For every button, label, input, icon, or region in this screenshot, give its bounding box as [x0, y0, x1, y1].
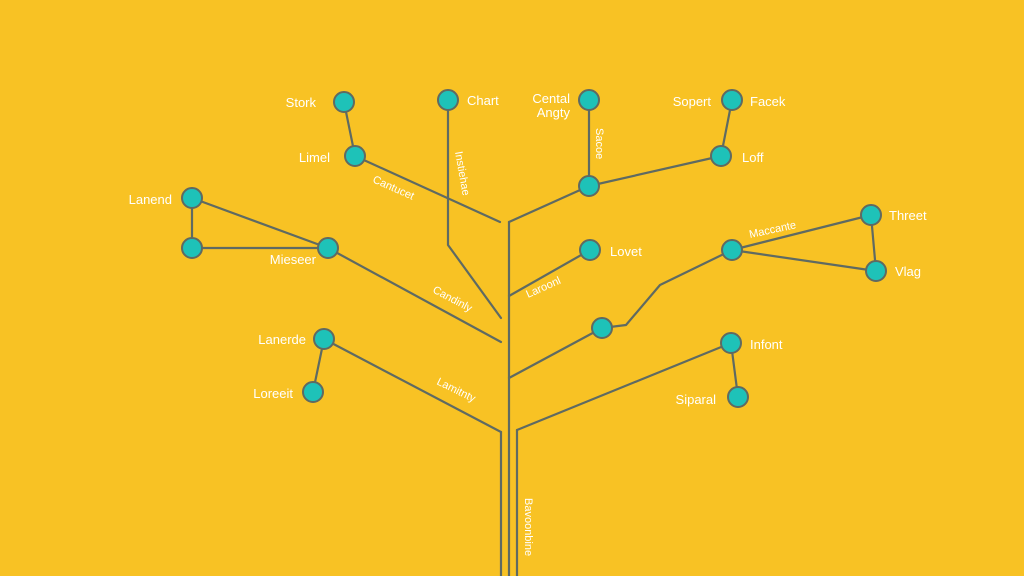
- label-central-line2: Angty: [537, 105, 571, 120]
- node-siparal: [727, 386, 749, 408]
- node-facek: [721, 89, 743, 111]
- label-sopert: Sopert: [673, 94, 712, 109]
- node-limel: [344, 145, 366, 167]
- node-lanend: [181, 187, 203, 209]
- label-siparal: Siparal: [676, 392, 717, 407]
- edge-infont-trunk: [515, 341, 733, 432]
- node-mieseer: [317, 237, 339, 259]
- node-chart: [437, 89, 459, 111]
- label-lovet: Lovet: [610, 244, 642, 259]
- label-mieseer: Mieseer: [270, 252, 317, 267]
- node-infont: [720, 332, 742, 354]
- edge-central-trunk: [507, 184, 591, 224]
- label-stork: Stork: [286, 95, 317, 110]
- label-central: Cental: [532, 91, 570, 106]
- nodes: [181, 89, 887, 408]
- label-chart: Chart: [467, 93, 499, 108]
- node-central-junction: [578, 175, 600, 197]
- edge-maccante-threet: [730, 213, 873, 252]
- edge-loff-central: [587, 154, 723, 188]
- branch-label-left-upper: Cantucet: [371, 174, 416, 203]
- node-labels: Stork Chart Cental Angty Sopert Facek Li…: [129, 91, 927, 407]
- label-loreeit: Loreeit: [253, 386, 293, 401]
- node-lanend-lower: [181, 237, 203, 259]
- node-lanerde: [313, 328, 335, 350]
- label-threet: Threet: [889, 208, 927, 223]
- branch-label-right-mid: Laroonl: [524, 275, 562, 301]
- branch-label-chart-stem: Instiehae: [452, 150, 472, 196]
- node-central: [578, 89, 600, 111]
- node-loreeit: [302, 381, 324, 403]
- node-stork: [333, 91, 355, 113]
- edge-lovet-trunk: [507, 248, 592, 298]
- label-infont: Infont: [750, 337, 783, 352]
- branch-label-right-upper: Maccante: [748, 219, 797, 241]
- label-lanend: Lanend: [129, 192, 172, 207]
- branch-label-trunk: Bavoonbine: [522, 498, 534, 556]
- node-lovet: [579, 239, 601, 261]
- edge-chart-stem: [446, 98, 503, 320]
- node-maccante: [721, 239, 743, 261]
- label-loff: Loff: [742, 150, 764, 165]
- label-lanerde: Lanerde: [258, 332, 306, 347]
- label-facek: Facek: [750, 94, 786, 109]
- node-vlag: [865, 260, 887, 282]
- branch-label-left-mid: Candinly: [431, 284, 475, 315]
- node-right-mid: [591, 317, 613, 339]
- edge-lanerde-trunk: [322, 337, 503, 434]
- node-threet: [860, 204, 882, 226]
- edge-limel-trunk: [353, 154, 502, 224]
- edge-mieseer-trunk: [326, 246, 503, 344]
- label-vlag: Vlag: [895, 264, 921, 279]
- edge-maccante-right: [507, 248, 734, 380]
- branch-label-central-stem: Sacoe: [593, 128, 605, 159]
- node-loff: [710, 145, 732, 167]
- edge-lanend-mieseer: [190, 196, 330, 250]
- label-limel: Limel: [299, 150, 330, 165]
- edge-maccante-vlag: [730, 248, 878, 273]
